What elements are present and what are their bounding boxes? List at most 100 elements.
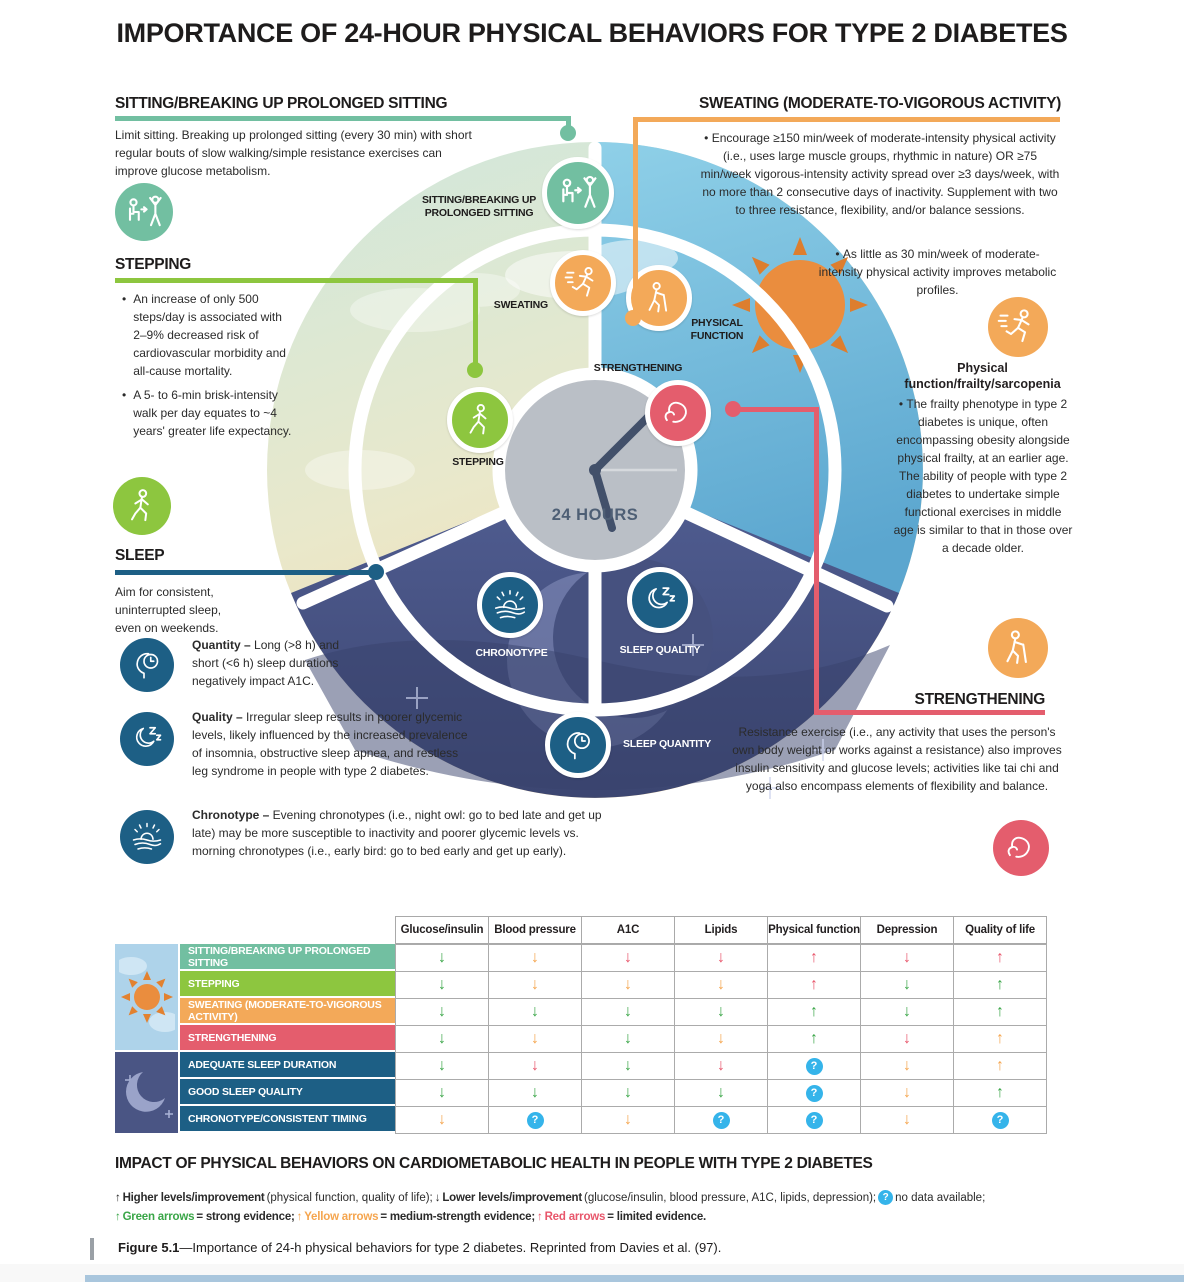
question-icon: ? — [526, 1111, 544, 1129]
impact-cell: ↑ — [767, 971, 861, 999]
stepping-heading: STEPPING — [115, 256, 191, 273]
impact-cell: ↓ — [674, 1025, 768, 1053]
moon-zz-icon — [120, 712, 174, 766]
down-arrow-icon: ↓ — [438, 1084, 446, 1101]
bullet: • — [122, 292, 127, 306]
walking-icon — [447, 387, 513, 453]
legend-nodata: no data available; — [895, 1191, 986, 1204]
sunrise-icon — [120, 810, 174, 864]
connector-strengthening-h — [733, 407, 819, 412]
down-arrow-icon: ↓ — [717, 1003, 725, 1020]
sleep-quantity-label: Quantity – — [192, 638, 251, 652]
wheel-label-stepping: STEPPING — [452, 456, 504, 468]
figure-caption-text: —Importance of 24-h physical behaviors f… — [179, 1240, 722, 1255]
legend-yellow-arrows: Yellow arrows — [304, 1211, 379, 1223]
day-sun-image — [115, 944, 180, 1052]
up-arrow-icon: ↑ — [996, 1057, 1004, 1074]
question-icon: ? — [878, 1190, 894, 1205]
stepping-bullet-2: A 5- to 6-min brisk-intensity walk per d… — [133, 388, 292, 438]
impact-cell: ↓ — [674, 1079, 768, 1107]
impact-cell: ↑ — [767, 1025, 861, 1053]
up-arrow-icon: ↑ — [810, 949, 818, 966]
head-clock-icon — [120, 638, 174, 692]
green-up-arrow-icon: ↑ — [115, 1211, 121, 1223]
legend-yellow-rest: = medium-strength evidence; — [380, 1211, 536, 1223]
wheel-label-sweating: SWEATING — [493, 299, 548, 311]
row-label: SWEATING (MODERATE-TO-VIGOROUS ACTIVITY) — [180, 998, 395, 1025]
running-icon — [988, 297, 1048, 357]
caption-marker — [90, 1238, 94, 1260]
down-arrow-icon: ↓ — [438, 1030, 446, 1047]
legend-higher: Higher levels/improvement — [122, 1191, 265, 1204]
sleep-heading: SLEEP — [115, 547, 165, 564]
sitting-heading: SITTING/BREAKING UP PROLONGED SITTING — [115, 95, 448, 112]
impact-cell: ↓ — [488, 1079, 582, 1107]
sweating-heading: SWEATING (MODERATE-TO-VIGOROUS ACTIVITY) — [699, 95, 1061, 112]
connector-sitting-dot — [560, 125, 576, 141]
sleep-quantity-item: Quantity – Long (>8 h) and short (<6 h) … — [192, 636, 357, 690]
impact-cell: ↓ — [581, 1052, 675, 1080]
sunrise-icon — [477, 572, 543, 638]
sweating-bullet-1-text: Encourage ≥150 min/week of moderate-inte… — [700, 131, 1060, 217]
down-arrow-icon: ↓ — [438, 1111, 446, 1128]
impact-cell: ↓ — [860, 1025, 954, 1053]
down-arrow-icon: ↓ — [717, 1084, 725, 1101]
row-label: GOOD SLEEP QUALITY — [180, 1079, 395, 1106]
up-arrow-icon: ↑ — [996, 1084, 1004, 1101]
connector-sweating — [633, 117, 638, 315]
sleep-intro: Aim for consistent, uninterrupted sleep,… — [115, 585, 222, 635]
page-title: IMPORTANCE OF 24-HOUR PHYSICAL BEHAVIORS… — [116, 18, 1068, 48]
row-label: STEPPING — [180, 971, 395, 998]
down-arrow-icon: ↓ — [434, 1191, 441, 1204]
down-arrow-icon: ↓ — [717, 1057, 725, 1074]
row-label: ADEQUATE SLEEP DURATION — [180, 1052, 395, 1079]
impact-cell: ↓ — [581, 944, 675, 972]
impact-cell: ↑ — [953, 1025, 1047, 1053]
impact-cell: ↓ — [860, 998, 954, 1026]
down-arrow-icon: ↓ — [531, 1057, 539, 1074]
down-arrow-icon: ↓ — [903, 1030, 911, 1047]
impact-cell: ? — [767, 1079, 861, 1107]
night-moon-image — [115, 1052, 180, 1133]
impact-cell: ↓ — [674, 944, 768, 972]
up-arrow-icon: ↑ — [115, 1191, 121, 1204]
impact-cell: ↓ — [581, 1025, 675, 1053]
legend-green-rest: = strong evidence; — [196, 1211, 295, 1223]
impact-cell: ↑ — [953, 971, 1047, 999]
wheel-label-sleep-quantity: SLEEP QUANTITY — [623, 738, 712, 750]
connector-stepping-dot — [467, 362, 483, 378]
row-label: SITTING/BREAKING UP PROLONGED SITTING — [180, 944, 395, 971]
stepping-underline — [115, 278, 383, 283]
legend-line-2: ↑ Green arrows = strong evidence; ↑ Yell… — [115, 1211, 1075, 1223]
bullet: • — [898, 397, 907, 411]
impact-cell: ↓ — [581, 1079, 675, 1107]
impact-cell: ? — [674, 1106, 768, 1134]
strengthening-underline — [814, 710, 1045, 715]
legend-line-1: ↑ Higher levels/improvement (physical fu… — [115, 1190, 1075, 1205]
impact-cell: ↓ — [674, 998, 768, 1026]
down-arrow-icon: ↓ — [624, 1057, 632, 1074]
impact-cell: ↓ — [674, 1052, 768, 1080]
impact-cell: ↓ — [860, 944, 954, 972]
row-label: CHRONOTYPE/CONSISTENT TIMING — [180, 1106, 395, 1133]
down-arrow-icon: ↓ — [438, 1057, 446, 1074]
impact-cell: ↑ — [953, 944, 1047, 972]
physical-function-bullet-text: The frailty phenotype in type 2 diabetes… — [893, 397, 1073, 555]
wheel-label-sitting: SITTING/BREAKING UP PROLONGED SITTING — [421, 194, 537, 219]
sweating-bullet-2-text: As little as 30 min/week of moderate-int… — [818, 247, 1057, 297]
figure-caption: Figure 5.1—Importance of 24-h physical b… — [118, 1240, 1068, 1255]
sweating-underline — [633, 117, 1060, 122]
impact-cell: ↓ — [488, 1052, 582, 1080]
connector-sitting — [497, 116, 571, 121]
impact-cell: ↓ — [488, 944, 582, 972]
impact-cell: ↑ — [767, 944, 861, 972]
down-arrow-icon: ↓ — [624, 976, 632, 993]
sit-to-stand-icon — [115, 183, 173, 241]
cane-person-icon — [988, 618, 1048, 678]
column-header: Blood pressure — [488, 916, 582, 944]
down-arrow-icon: ↓ — [903, 1057, 911, 1074]
down-arrow-icon: ↓ — [903, 949, 911, 966]
connector-sitting-v — [566, 116, 571, 129]
impact-cell: ↓ — [395, 1079, 489, 1107]
